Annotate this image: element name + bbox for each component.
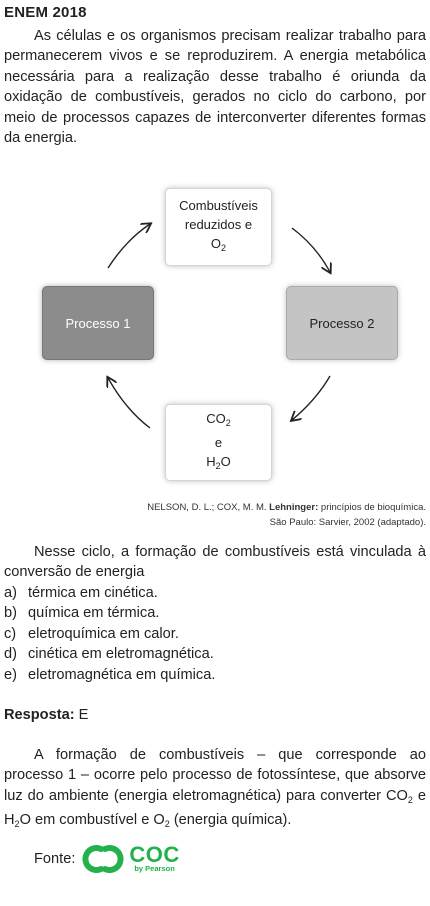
citation-line1: NELSON, D. L.; COX, M. M. Lehninger: pri… [147,502,426,513]
node-top-line3: O2 [210,236,227,253]
intro-paragraph: As células e os organismos precisam real… [4,28,426,147]
coc-logo-text: COC by Pearson [129,842,180,873]
answer-label: Resposta: [4,707,75,723]
node-right-label: Processo 2 [309,315,375,331]
node-reduced-fuels: Combustíveis reduzidos e O2 [165,188,272,266]
node-bottom-line1: CO2 [206,411,231,428]
arrow-right-to-bottom [292,375,331,420]
arrow-bottom-to-left [108,378,151,429]
node-bottom-line3: H2O [206,454,231,471]
carbon-cycle-diagram: Combustíveis reduzidos e O2 Processo 1 P… [0,188,430,481]
source-label: Fonte: [34,851,76,867]
option-a: a)térmica em cinética. [4,585,158,601]
answer-value: E [78,707,89,723]
node-co2-h2o: CO2 e H2O [165,404,272,481]
source: Fonte: COC by Pearson [34,844,180,874]
answer: Resposta: E [4,707,88,723]
citation: NELSON, D. L.; COX, M. M. Lehninger: pri… [147,500,426,530]
node-top-line1: Combustíveis [179,198,258,213]
citation-line2: São Paulo: Sarvier, 2002 (adaptado). [269,517,426,528]
cycle-arrows [0,188,430,429]
arrow-top-to-right [291,227,330,272]
option-c: c)eletroquímica em calor. [4,625,179,642]
node-process-1: Processo 1 [42,286,154,360]
option-d: d)cinética em eletromagnética. [4,646,214,663]
coc-logo-icon [82,845,124,873]
option-e: e)eletromagnética em química. [4,666,216,683]
node-top-line2: reduzidos e [184,217,253,232]
arrow-left-to-top [107,224,150,269]
explanation-paragraph: A formação de combustíveis – que corresp… [4,747,427,830]
question-stem: Nesse ciclo, a formação de combustíveis … [4,544,426,581]
options-list: a)térmica em cinética. b)química em térm… [4,583,215,685]
node-left-label: Processo 1 [65,315,131,331]
question-title: ENEM 2018 [4,4,87,21]
option-b: b)química em térmica. [4,605,160,622]
node-process-2: Processo 2 [286,286,398,360]
node-bottom-line2: e [214,435,223,450]
